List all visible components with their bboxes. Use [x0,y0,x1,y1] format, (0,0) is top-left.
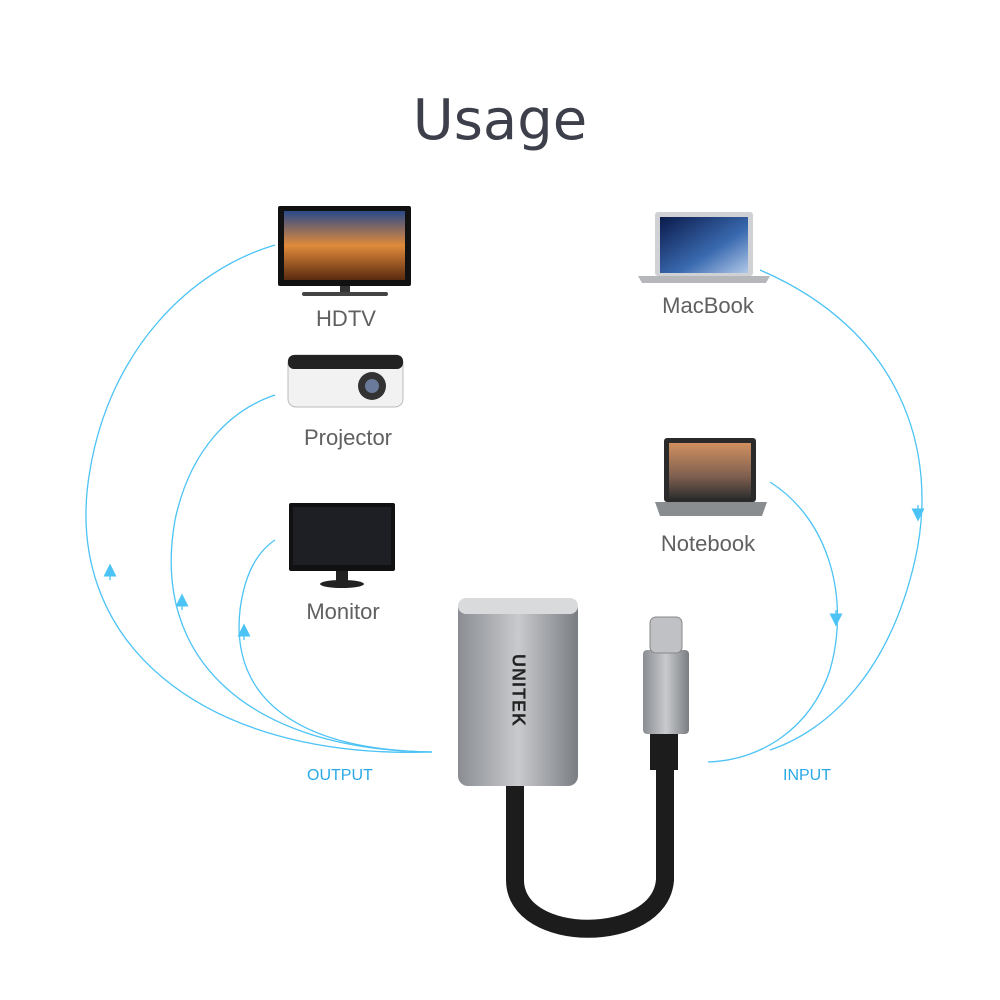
brand-text: UNITEK [508,654,529,727]
label-macbook: MacBook [662,293,754,318]
projector-image [287,354,404,408]
notebook-image [655,438,767,516]
label-notebook: Notebook [660,531,756,556]
arrow-to-hdtv [85,244,433,754]
hdtv-image [278,206,411,296]
monitor-image [289,503,395,588]
output-label: OUTPUT [307,767,373,784]
label-monitor: Monitor [306,599,380,624]
input-arrows [707,269,925,763]
input-label: INPUT [783,767,831,784]
page-title: Usage [412,88,588,153]
arrow-from-notebook [707,481,839,763]
arrow-to-projector [170,394,433,753]
label-hdtv: HDTV [316,306,376,331]
output-arrows [85,244,433,754]
adapter-image [458,598,689,938]
macbook-image [638,212,770,283]
arrow-to-monitor [238,539,433,753]
label-projector: Projector [303,425,393,450]
arrow-from-macbook [759,269,923,751]
